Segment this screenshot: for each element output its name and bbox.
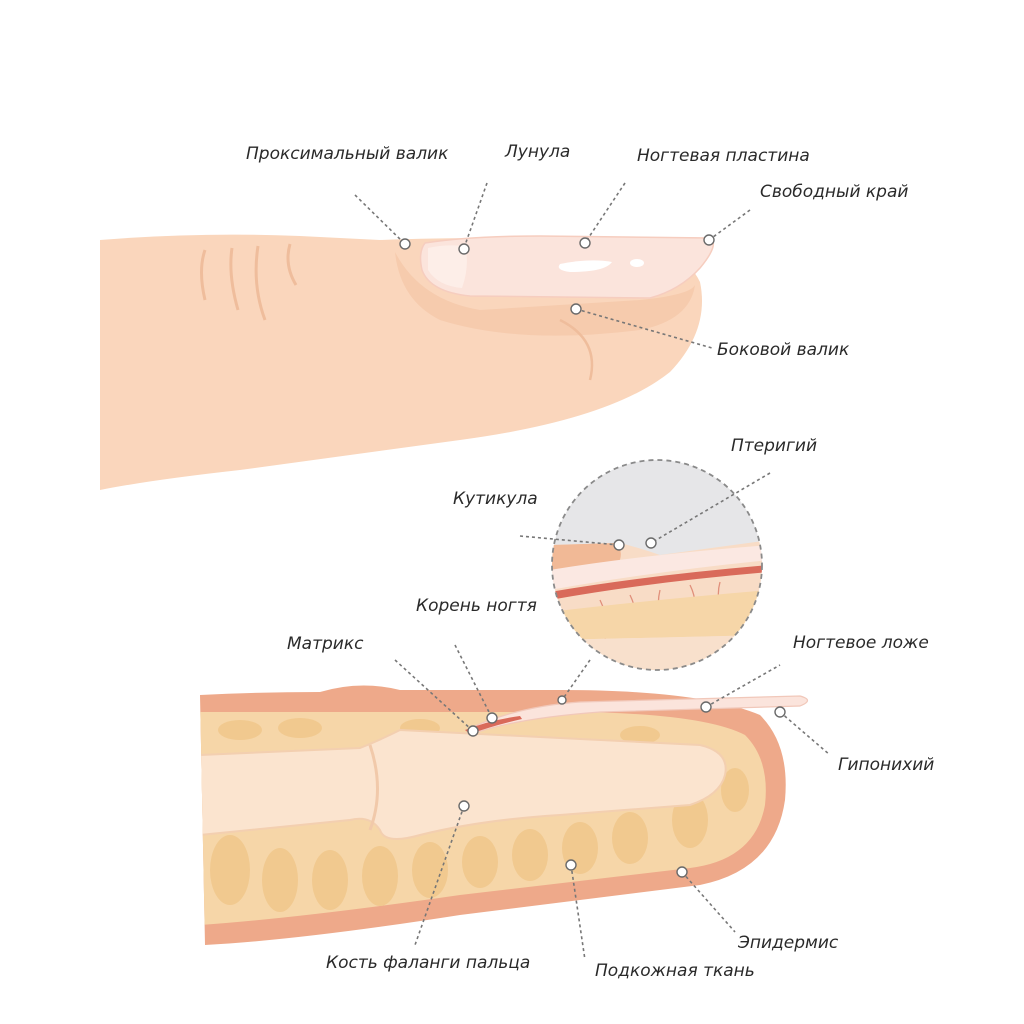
label-proximal-fold: Проксимальный валик [246, 144, 449, 164]
label-lunula: Лунула [505, 142, 571, 162]
label-nail-root: Корень ногтя [416, 596, 537, 616]
marker-lunula [458, 243, 470, 255]
phalanx-bone [200, 728, 727, 840]
label-pterygium: Птеригий [731, 436, 818, 456]
nail-plate-section [468, 695, 809, 733]
marker-matrix [467, 725, 479, 737]
marker-proximal-fold [399, 238, 411, 250]
finger-cross-section [200, 685, 809, 945]
marker-zoom-anchor [557, 695, 567, 705]
label-hyponychium: Гипонихий [838, 755, 935, 775]
marker-lateral-fold [570, 303, 582, 315]
label-lateral-fold: Боковой валик [717, 340, 850, 360]
marker-free-edge [703, 234, 715, 246]
label-cuticle: Кутикула [453, 489, 538, 509]
marker-epidermis [676, 866, 688, 878]
label-free-edge: Свободный край [760, 182, 909, 202]
leader-lines [354, 182, 831, 961]
lateral-fold-line [559, 318, 594, 381]
marker-dots [399, 234, 786, 878]
lunula [428, 245, 467, 288]
marker-nail-plate [579, 237, 591, 249]
label-epidermis: Эпидермис [738, 933, 839, 953]
marker-pterygium [645, 537, 657, 549]
marker-nail-root [486, 712, 498, 724]
nail-root-section [465, 716, 522, 734]
label-nail-plate: Ногтевая пластина [637, 146, 810, 166]
marker-phalanx-bone [458, 800, 470, 812]
fat-lobules [210, 718, 749, 912]
joint-line [368, 744, 379, 831]
finger-exterior [100, 234, 715, 490]
finger-shade [395, 252, 695, 336]
nail-highlight-small [630, 259, 644, 267]
label-nail-bed: Ногтевое ложе [793, 633, 929, 653]
marker-hyponychium [774, 706, 786, 718]
label-phalanx-bone: Кость фаланги пальца [326, 953, 531, 973]
label-subcutaneous: Подкожная ткань [595, 961, 755, 981]
marker-nail-bed [700, 701, 712, 713]
finger-skin [100, 234, 702, 490]
label-matrix: Матрикс [287, 634, 364, 654]
knuckle-crease [200, 243, 298, 321]
marker-subcutaneous [565, 859, 577, 871]
nail-highlight [558, 260, 612, 272]
marker-cuticle [613, 539, 625, 551]
